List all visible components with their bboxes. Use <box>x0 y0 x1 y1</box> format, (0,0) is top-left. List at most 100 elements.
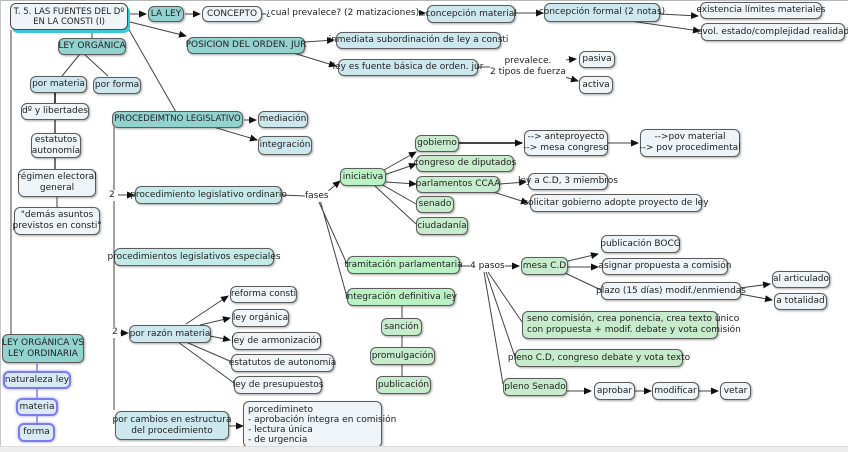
node-materia[interactable]: materia <box>16 398 58 416</box>
node-por-forma[interactable]: por forma <box>93 77 141 94</box>
node-por-materia[interactable]: por materia <box>30 76 87 93</box>
node-integracion-definitiva[interactable]: integración definitiva ley <box>345 288 457 306</box>
link-title-posicion <box>129 21 187 38</box>
node-sancion[interactable]: sanción <box>381 318 422 336</box>
link-label-4-pasos: 4 pasos <box>470 261 505 272</box>
count-label-especiales: 2 <box>112 327 118 338</box>
link-pasos-plenosenado <box>483 271 504 385</box>
node-parlamentos-ccaa[interactable]: parlamentos CCAA <box>416 176 500 193</box>
node-procedimiento-ordinario[interactable]: procedimiento legislativo ordinario <box>130 186 287 204</box>
link-ini-congreso <box>383 162 417 176</box>
link-title-procedimiento <box>127 27 177 113</box>
node-congreso-diputados[interactable]: congreso de diputados <box>414 155 516 172</box>
link-razon-organica <box>199 316 231 326</box>
link-formal-evol <box>629 20 701 34</box>
node-concepcion-formal[interactable]: concepción formal (2 notas) <box>539 3 665 22</box>
node-derechos-libertades[interactable]: dº y libertades <box>21 103 89 120</box>
node-existencia-limites[interactable]: existencia límites materiales <box>696 2 826 19</box>
map-title[interactable]: T. 5. LAS FUENTES DEL Dº EN LA CONSTI (I… <box>10 3 128 30</box>
node-estatutos-autonomia[interactable]: estatutos autonomía <box>31 133 81 158</box>
node-concepto[interactable]: CONCEPTO <box>202 6 262 22</box>
node-demas-asuntos[interactable]: "demás asuntos previstos en consti" <box>13 207 102 235</box>
link-fases-integracion <box>319 199 348 298</box>
link-proc-integracion <box>209 125 258 142</box>
node-regimen-electoral[interactable]: régimen electoral general <box>17 169 97 197</box>
link-ordinario-fases <box>281 194 306 197</box>
link-razon-presupuestos <box>177 341 235 384</box>
node-ley-presupuestos[interactable]: ley de presupuestos <box>233 376 323 394</box>
node-plazo-enmiendas[interactable]: plazo (15 días) modif./enmiendas <box>596 282 746 300</box>
node-gobierno[interactable]: gobierno <box>415 135 459 152</box>
link-pasos-plenocd <box>485 271 516 358</box>
node-gobierno-pov[interactable]: -->pov material --> pov procedimental <box>639 129 741 157</box>
link-posicion-inmediata <box>304 36 335 44</box>
node-inmediata-subordinacion[interactable]: inmediata subordinación de ley a consti <box>329 32 508 49</box>
node-vetar[interactable]: vetar <box>720 382 751 400</box>
link-mesa-plazo <box>564 272 602 291</box>
node-asignar-propuesta[interactable]: asignar propuesta a comisión <box>599 258 731 275</box>
node-mediacion[interactable]: mediación <box>258 111 308 128</box>
node-publicacion-bocg[interactable]: publicación BOCG <box>600 235 681 253</box>
node-a-totalidad[interactable]: a totalidad <box>774 293 827 310</box>
node-pleno-senado[interactable]: pleno Senado <box>503 378 567 396</box>
link-plazo-articulado <box>739 281 771 289</box>
link-pasos-comision <box>487 271 523 323</box>
node-ley-organica-proc[interactable]: ley orgánica <box>232 309 289 327</box>
node-integracion[interactable]: integración <box>258 136 312 155</box>
node-seno-comision[interactable]: seno comisión, crea ponencia, crea texto… <box>522 311 741 339</box>
link-label-fases: fases <box>305 191 329 202</box>
link-ini-ccaa <box>385 180 417 188</box>
node-solicitar-gobierno[interactable]: solicitar gobierno adopte proyecto de le… <box>523 194 709 212</box>
node-senado[interactable]: senado <box>416 196 454 213</box>
node-evol-estado[interactable]: evol. estado/complejidad realidad <box>697 23 848 41</box>
node-mesa-cd[interactable]: mesa C.D <box>521 257 568 275</box>
node-por-cambios-estructura[interactable]: por cambios en estructura del procedimie… <box>113 411 231 440</box>
link-ini-ciudadania <box>374 185 417 225</box>
node-promulgacion[interactable]: promulgación <box>370 347 435 365</box>
link-razon-reforma <box>185 295 229 325</box>
link-leyorg-materia <box>61 53 81 77</box>
bottom-scroll-bar[interactable] <box>0 446 848 452</box>
link-mesa-bocg <box>567 252 599 262</box>
node-la-ley[interactable]: LA LEY <box>148 6 184 22</box>
node-modificar[interactable]: modificar <box>652 382 699 400</box>
node-reforma-consti[interactable]: reforma consti <box>230 286 297 303</box>
link-posicion-fuente <box>289 51 337 68</box>
link-plazo-totalidad <box>739 293 773 303</box>
link-ccaa-solicitar <box>489 190 529 205</box>
node-estatutos-autonomia-proc[interactable]: estatutos de autonomía <box>229 354 336 372</box>
count-label-ordinario: 2 <box>109 190 115 201</box>
node-gobierno-detalle[interactable]: --> anteproyecto --> mesa congreso <box>523 130 609 156</box>
node-procedimientos-especiales[interactable]: procedimientos legislativos especiales <box>107 248 281 266</box>
node-concepcion-material[interactable]: concepción material <box>425 5 517 23</box>
link-label-prevalece: prevalece. 2 tipos de fuerza <box>490 56 566 78</box>
node-forma[interactable]: forma <box>18 423 55 442</box>
link-razon-estatutos <box>185 341 233 363</box>
link-razon-armonizacion <box>209 335 231 343</box>
node-posicion-orden-jur[interactable]: POSICION DEL ORDEN. JUR <box>186 37 306 54</box>
node-al-articulado[interactable]: al articulado <box>772 271 830 288</box>
link-ccaa-ley <box>499 179 527 187</box>
node-ley-organica-vs-ordinaria[interactable]: LEY ORGÁNICA VS LEY ORDINARIA <box>2 334 84 363</box>
link-ini-senado <box>380 183 417 205</box>
node-ciudadania[interactable]: ciudadanía <box>416 217 468 235</box>
node-activa[interactable]: activa <box>579 76 613 94</box>
link-ini-gobierno <box>383 151 417 171</box>
node-ley-armonizacion[interactable]: ley de armonización <box>231 332 322 350</box>
node-cambios-detalle[interactable]: porcedimineto - aprobación íntegra en co… <box>243 401 396 448</box>
node-ley-cd-3-miembros[interactable]: ley a C.D, 3 miembros <box>518 173 618 190</box>
node-publicacion[interactable]: publicación <box>376 376 431 394</box>
node-ley-fuente-basica[interactable]: ley es fuente básica de orden. jur <box>333 59 483 76</box>
node-procedimiento-legislativo[interactable]: PROCEDEIMTNO LEGISLATIVO <box>112 111 243 128</box>
node-tramitacion-parlamentaria[interactable]: tramitación parlamentaria <box>344 256 463 274</box>
link-leyorg-forma <box>83 53 109 77</box>
node-pleno-cd[interactable]: pleno C.D, congreso debate y vota texto <box>508 349 690 367</box>
node-iniciativa[interactable]: iniciativa <box>340 168 386 186</box>
node-ley-organica[interactable]: LEY ORGÁNICA <box>58 38 126 55</box>
node-pasiva[interactable]: pasiva <box>579 51 615 68</box>
node-aprobar[interactable]: aprobar <box>594 382 635 400</box>
node-por-razon-materia[interactable]: por razón materia <box>129 325 211 343</box>
node-naturaleza-ley[interactable]: naturaleza ley <box>3 371 71 389</box>
